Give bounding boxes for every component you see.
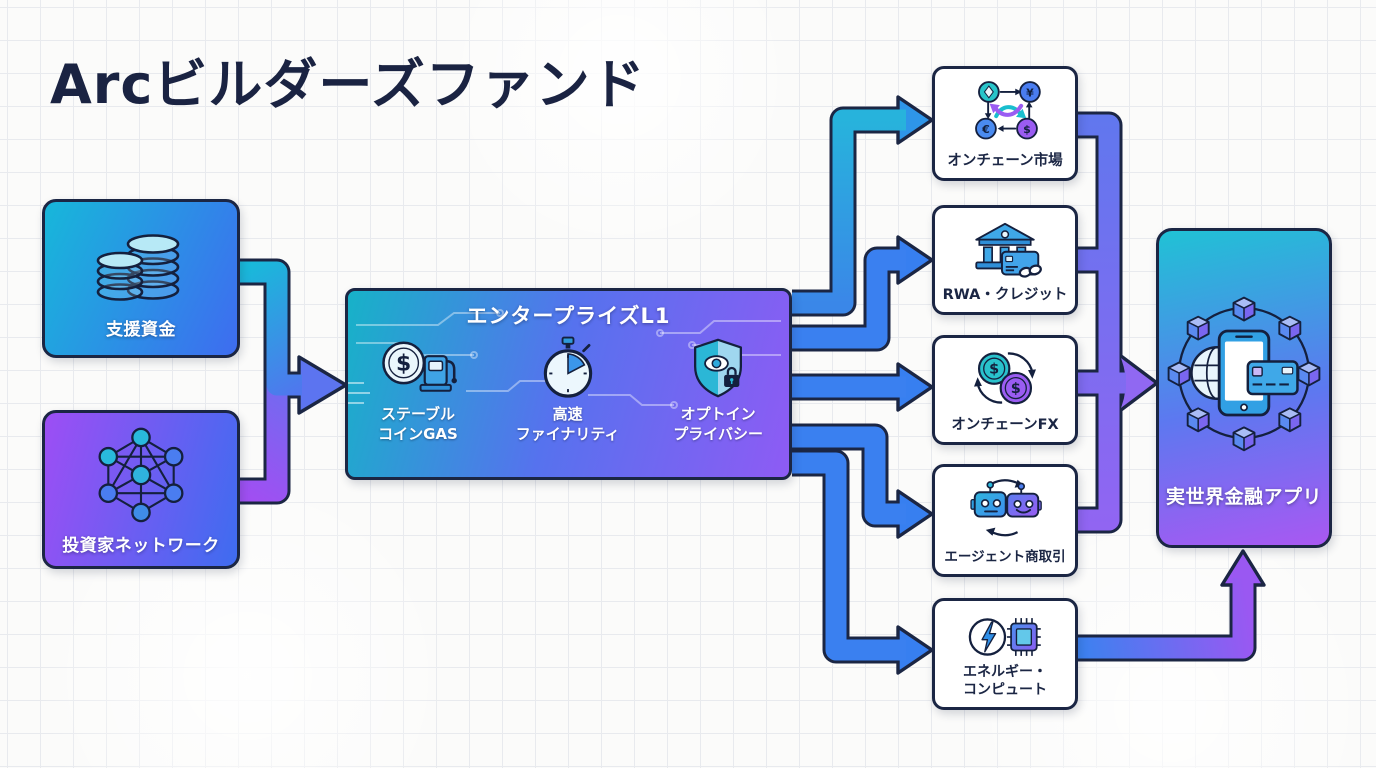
page-title: Arcビルダーズファンド: [50, 53, 646, 116]
feature-label: ステーブル コインGAS: [378, 405, 458, 443]
feature-stablecoin-gas: $ ステーブル コインGAS: [374, 336, 462, 444]
box-label: 支援資金: [106, 319, 176, 340]
dollar-swap-icon: $$: [974, 352, 1036, 405]
l1-features: $ ステーブル コインGAS: [348, 330, 789, 477]
arrow-fills: [240, 109, 1254, 661]
use-case-label: エージェント商取引: [944, 549, 1066, 566]
energy-chip-icon: [968, 618, 1041, 656]
destination-box-real-world-finance-apps: 実世界金融アプリ: [1156, 228, 1332, 548]
svg-text:$: $: [989, 362, 999, 378]
arrow-heads: [297, 95, 1266, 675]
currency-exchange-icon: ¥ € $: [975, 81, 1041, 140]
use-case-box-agent-commerce: エージェント商取引: [932, 464, 1078, 577]
use-case-label: オンチェーンFX: [951, 416, 1059, 433]
svg-text:$: $: [396, 352, 411, 377]
feature-fast-finality: 高速 ファイナリティ: [516, 336, 620, 444]
use-case-box-rwa-credit: RWA・クレジット: [932, 205, 1078, 315]
network-graph-icon: [98, 427, 184, 522]
destination-label: 実世界金融アプリ: [1165, 486, 1322, 508]
shield-eye-lock-icon: [694, 338, 743, 398]
source-box-support-funds: 支援資金: [42, 199, 240, 358]
box-label: 投資家ネットワーク: [62, 535, 220, 556]
svg-text:$: $: [1023, 123, 1031, 136]
enterprise-l1-box: エンタープライズL1 $ ステーブル コインGAS: [345, 288, 792, 480]
svg-text:$: $: [1011, 381, 1021, 397]
use-case-label: オンチェーン市場: [947, 152, 1063, 169]
stopwatch-icon: [543, 336, 592, 398]
coins-icon: [96, 233, 180, 301]
svg-text:¥: ¥: [1026, 86, 1034, 99]
l1-title: エンタープライズL1: [466, 304, 671, 328]
feature-label: 高速 ファイナリティ: [515, 405, 620, 443]
use-case-label: RWA・クレジット: [942, 286, 1068, 303]
feature-label: オプトイン プライバシー: [673, 405, 763, 443]
bank-credit-chain-icon: [975, 222, 1042, 278]
gas-pump-dollar-icon: $: [382, 341, 457, 392]
robots-trade-icon: [970, 479, 1042, 537]
feature-optin-privacy: オプトイン プライバシー: [673, 336, 763, 444]
use-case-box-onchain-markets: ¥ € $ オンチェーン市場: [932, 66, 1078, 181]
use-case-label: エネルギー・ コンピュート: [963, 664, 1047, 698]
source-box-investor-network: 投資家ネットワーク: [42, 410, 240, 569]
svg-text:€: €: [981, 123, 990, 136]
use-case-box-onchain-fx: $$ オンチェーンFX: [932, 335, 1078, 445]
use-case-box-energy-compute: エネルギー・ コンピュート: [932, 598, 1078, 710]
phone-globe-card-blockchain-icon: [1167, 296, 1321, 452]
